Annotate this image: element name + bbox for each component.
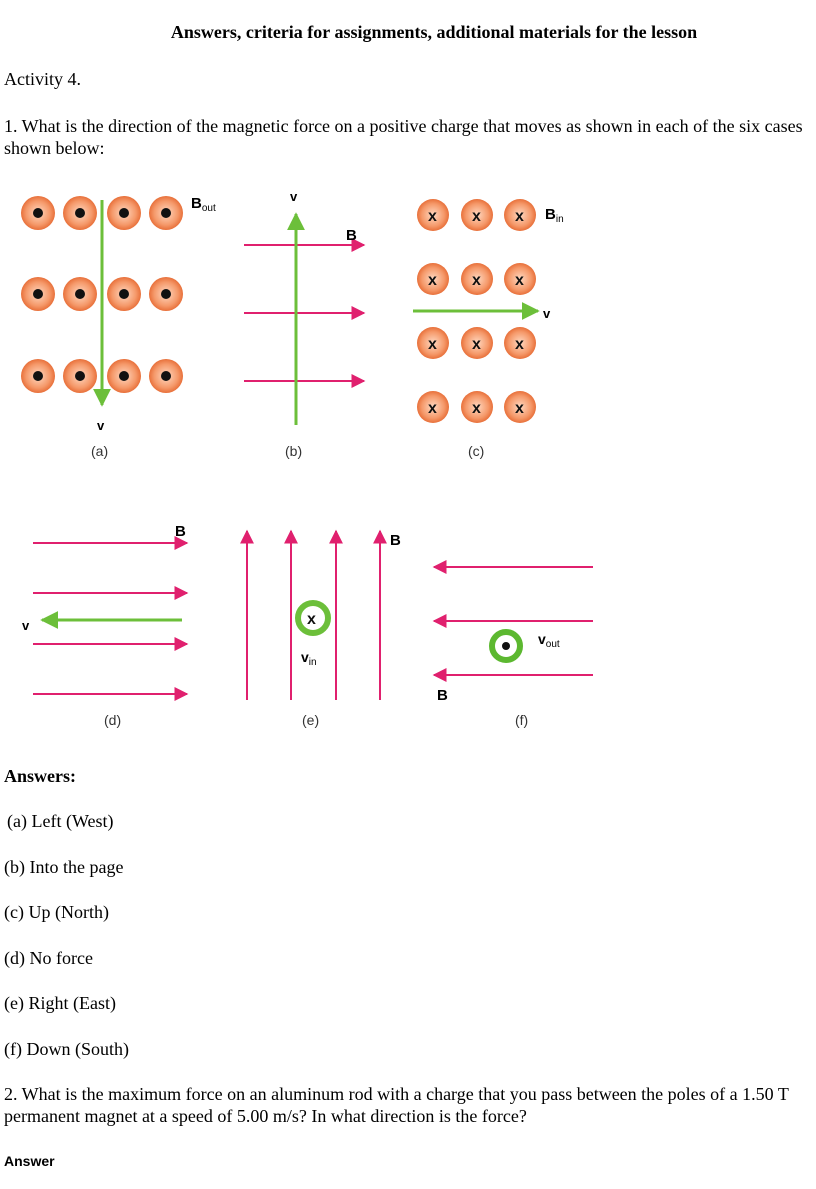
answer-e: (e) Right (East) (4, 993, 116, 1013)
answer-c: (c) Up (North) (4, 902, 109, 922)
v-label: v (543, 306, 551, 321)
answer-label: Answer (4, 1153, 55, 1169)
svg-text:x: x (472, 208, 481, 225)
panel-e: x B vin (e) (240, 529, 401, 728)
question-1: 1. What is the direction of the magnetic… (4, 116, 803, 158)
panel-d: v B (d) (22, 523, 189, 728)
answer-d: (d) No force (4, 948, 93, 968)
b-label: B (346, 227, 357, 244)
panel-f: vout B (f) (432, 560, 593, 728)
panel-a: Bout v (a) (21, 195, 216, 459)
magnetic-force-figure: Bout v (a) v B (b) x x x v Bin (c) (21, 189, 593, 728)
v-label: v (22, 618, 30, 633)
v-out-label: vout (538, 631, 560, 650)
page-title: Answers, criteria for assignments, addit… (170, 22, 698, 42)
field-in-crosses: x x x (417, 199, 536, 423)
b-label: B (390, 532, 401, 549)
caption-c: (c) (468, 443, 484, 459)
question-2: 2. What is the maximum force on an alumi… (4, 1084, 789, 1126)
svg-text:x: x (515, 208, 524, 225)
v-label: v (97, 418, 105, 433)
charge-into-page (295, 600, 331, 636)
b-out-label: Bout (191, 195, 216, 214)
svg-text:x: x (428, 208, 437, 225)
dot-mark (502, 642, 510, 650)
b-in-label: Bin (545, 206, 564, 225)
b-label: B (175, 523, 186, 540)
caption-d: (d) (104, 712, 121, 728)
caption-a: (a) (91, 443, 108, 459)
field-out-dots (21, 196, 183, 393)
v-in-label: vin (301, 649, 317, 668)
panel-c: x x x v Bin (c) (413, 199, 564, 459)
answer-b: (b) Into the page (4, 857, 124, 877)
answer-a: (a) Left (West) (7, 811, 114, 831)
answers-heading: Answers: (4, 766, 76, 786)
v-label: v (290, 189, 298, 204)
caption-f: (f) (515, 712, 528, 728)
caption-b: (b) (285, 443, 302, 459)
answer-f: (f) Down (South) (4, 1039, 129, 1059)
caption-e: (e) (302, 712, 319, 728)
b-label: B (437, 687, 448, 704)
panel-b: v B (b) (244, 189, 366, 459)
cross-mark: x (307, 611, 316, 628)
activity-heading: Activity 4. (4, 69, 81, 89)
